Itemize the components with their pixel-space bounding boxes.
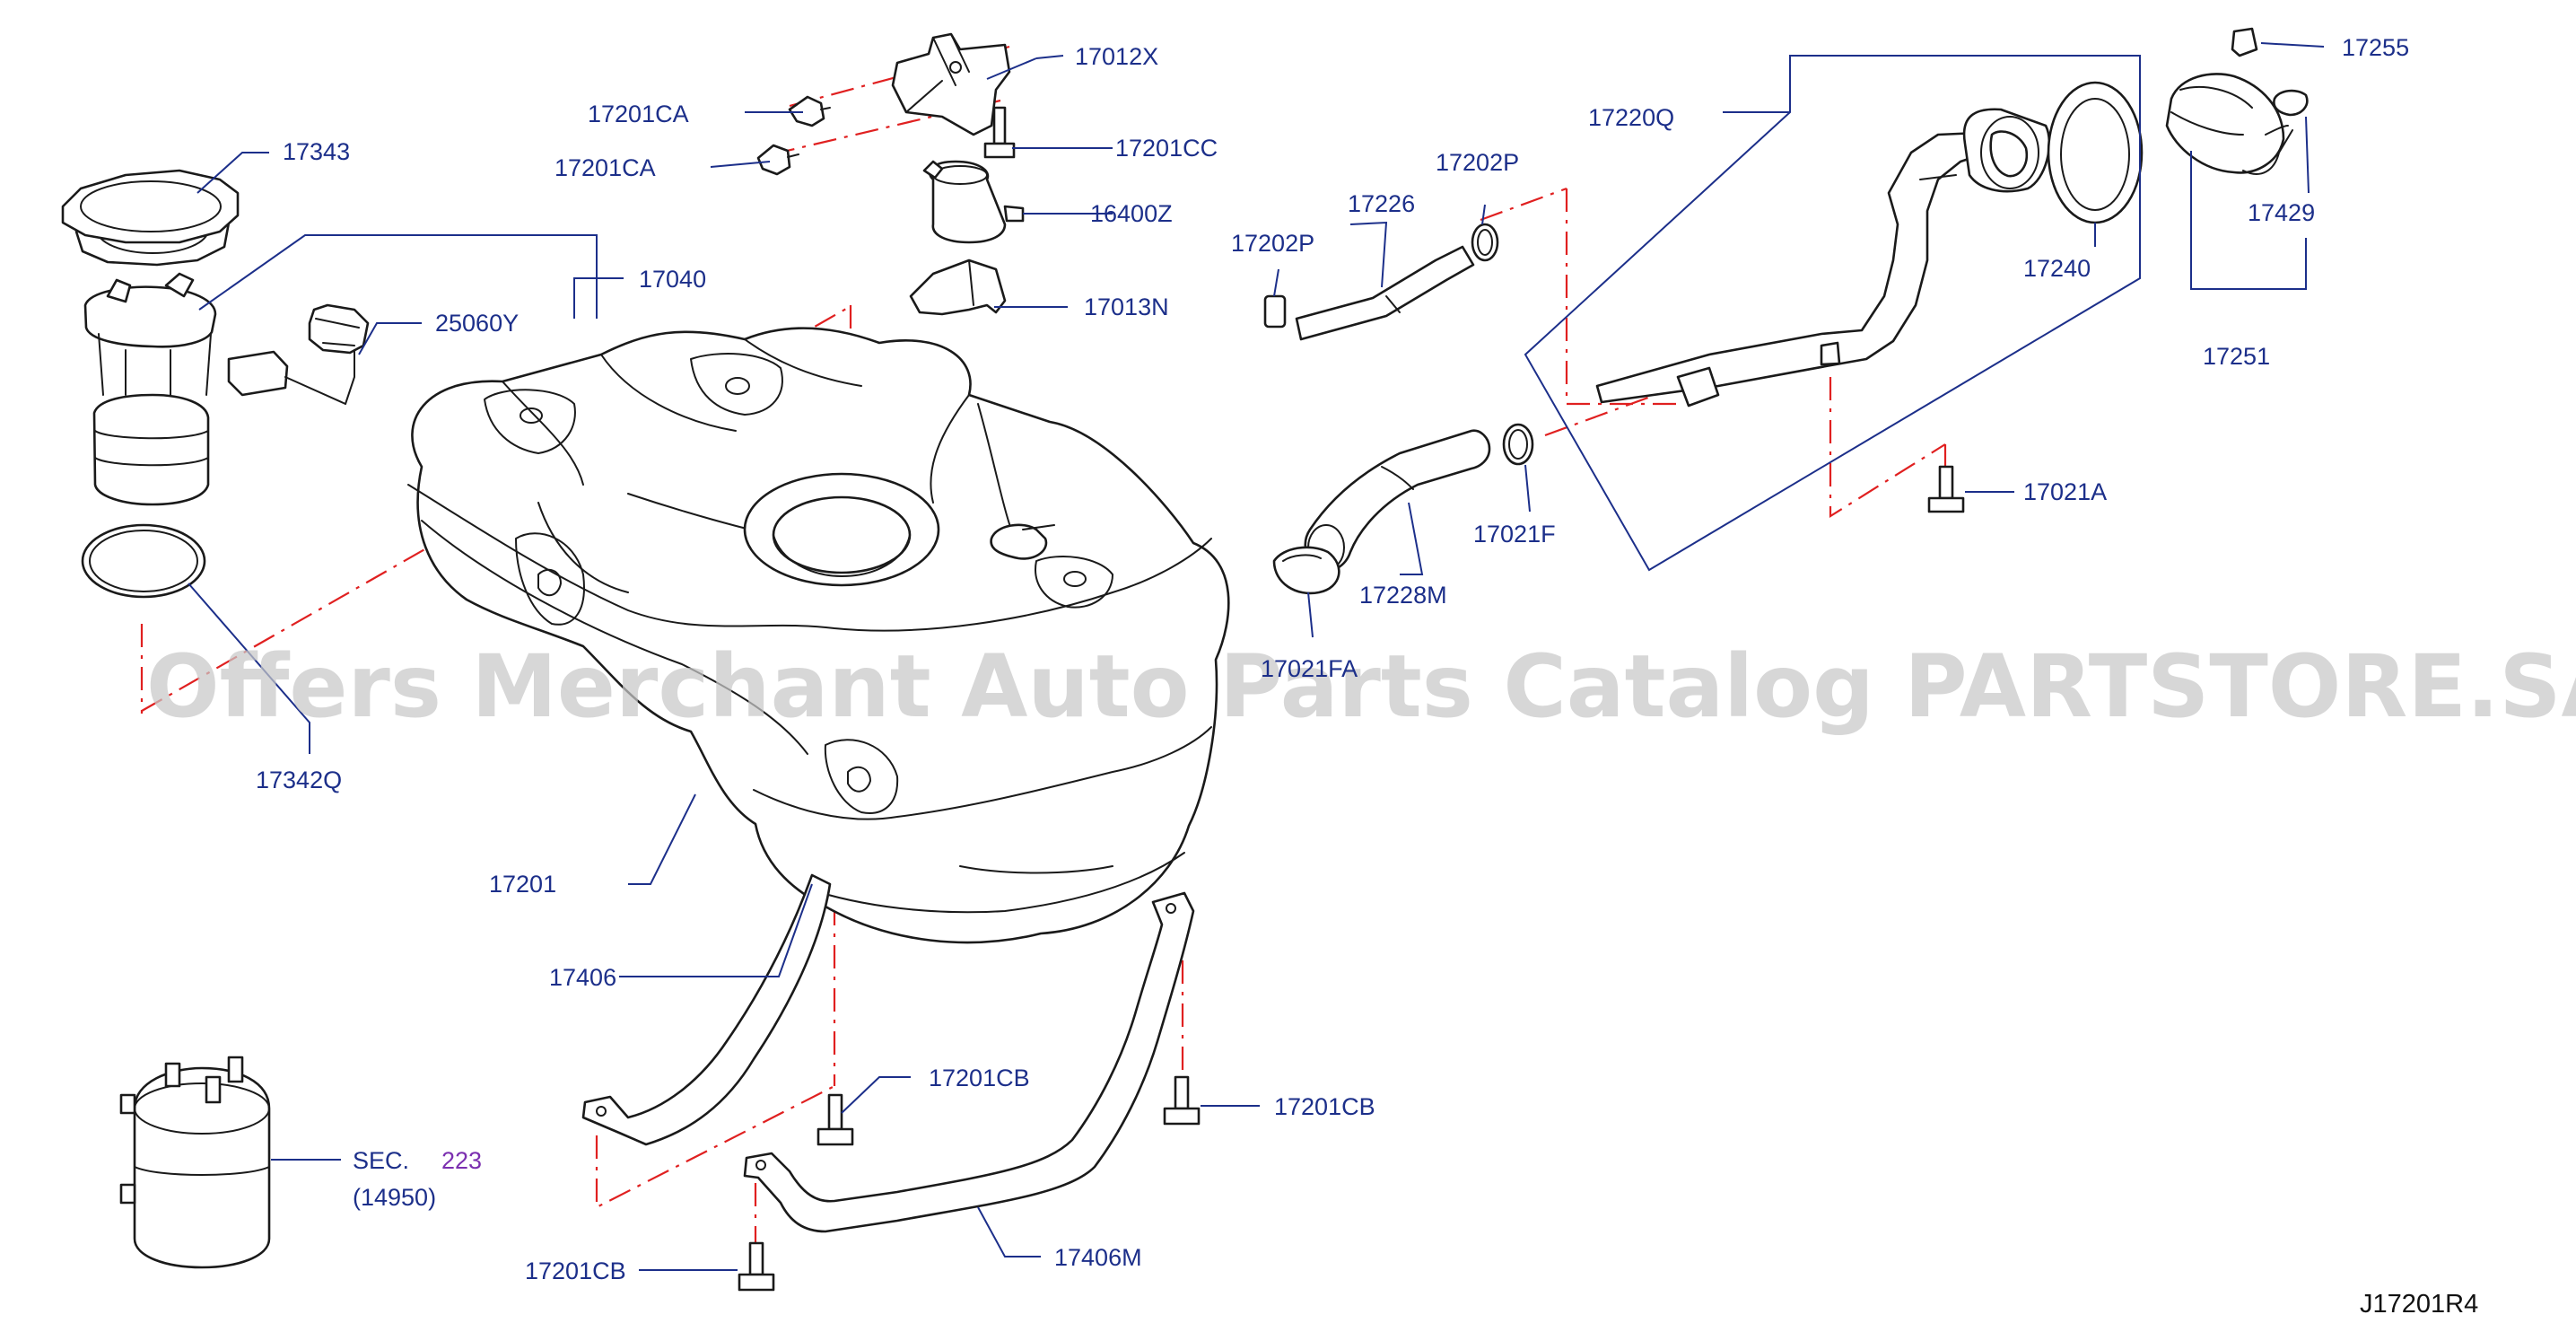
bolt-17021A [1927,465,1965,513]
label-17202P-left: 17202P [1231,230,1314,257]
tank-strap-17406 [581,873,832,1146]
label-17201: 17201 [489,871,556,898]
label-17201CB-right: 17201CB [1274,1093,1375,1120]
label-17251: 17251 [2203,343,2270,370]
fuel-tank-17201 [407,327,1230,944]
label-17343: 17343 [283,138,350,165]
label-17342Q: 17342Q [256,767,342,793]
filler-hose-17228M [1304,429,1491,573]
label-17255: 17255 [2342,34,2409,61]
tank-strap-17406M [743,891,1195,1233]
hose-clamps-17021F-17021FA [1272,423,1534,595]
label-17240: 17240 [2023,255,2091,282]
label-17429: 17429 [2248,199,2315,226]
label-17220Q: 17220Q [1588,104,1674,131]
lock-ring-17343 [61,169,240,244]
o-ring-17342Q [81,523,206,599]
label-17012X: 17012X [1075,43,1158,70]
label-17201CB-bottom: 17201CB [525,1258,626,1284]
diagram-reference-code: J17201R4 [2360,1290,2478,1319]
label-25060Y: 25060Y [435,310,519,337]
label-17201CC: 17201CC [1115,135,1218,162]
cap-pad-17255 [2231,27,2258,57]
part-labels: 17012X 17201CA 17201CA 17201CC 16400Z 17… [256,34,2478,1319]
label-17226: 17226 [1348,190,1415,217]
label-17021A: 17021A [2023,478,2107,505]
label-sec-prefix: SEC. [353,1147,409,1174]
evap-canister [119,1056,271,1269]
label-17021F: 17021F [1473,521,1556,548]
fuel-level-sender-25060Y [227,303,370,405]
label-17040: 17040 [639,266,706,293]
filter-clamp-17013N [909,259,1007,316]
bolts-17201CB [738,1075,1201,1292]
leader-lines [188,42,2325,1271]
callout-frame-17251 [2190,151,2307,290]
watermark: Offers Merchant Auto Parts Catalog PARTS… [146,636,2576,737]
label-17013N: 17013N [1084,294,1169,320]
label-17406: 17406 [549,964,616,991]
label-16400Z: 16400Z [1090,200,1173,227]
label-17201CA-lower: 17201CA [554,154,656,181]
label-17201CA-upper: 17201CA [588,101,689,127]
hose-clamp-17202P [1471,223,1499,262]
label-sec-part-number: (14950) [353,1184,436,1211]
label-17228M: 17228M [1359,582,1447,609]
fuel-pump-module-17040 [74,194,231,506]
label-sec-number: 223 [441,1147,482,1174]
cap-clip-17429 [2273,89,2309,117]
filler-seal-17240 [2047,81,2144,224]
label-17201CB-center: 17201CB [929,1065,1030,1091]
bolts-17201CA-17201CC [756,95,1016,176]
filler-tube-17220Q [1595,108,2051,407]
fuel-filter-16400Z [922,160,1025,244]
filler-cap-17251 [2165,73,2293,175]
label-17202P-right: 17202P [1436,149,1519,176]
callout-frame-17040 [198,234,598,319]
label-17021FA: 17021FA [1261,655,1358,682]
filter-bracket-17012X [891,32,1011,136]
label-17406M: 17406M [1054,1244,1142,1271]
vent-hose-17226 [1263,245,1475,341]
